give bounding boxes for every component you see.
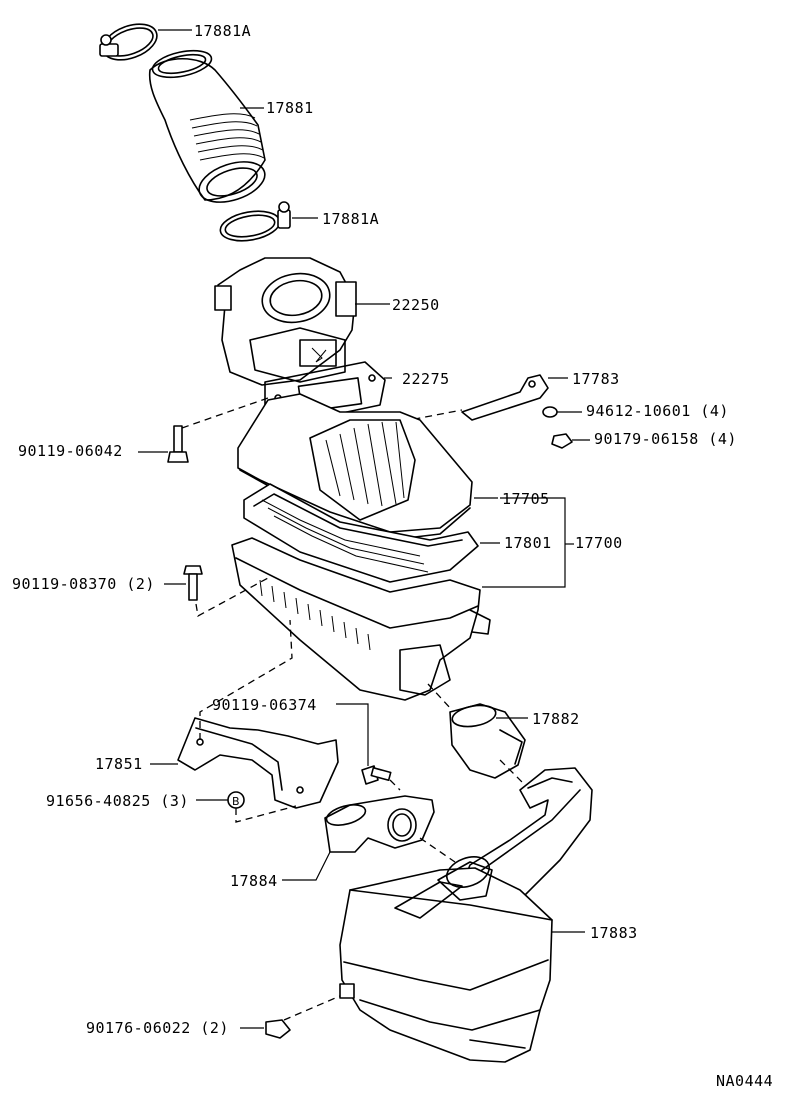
hose-clamp-bottom [219,201,318,242]
label-17700: 17700 [575,534,623,552]
label-90119-08370: 90119-08370 (2) [12,575,155,593]
label-17705: 17705 [502,490,550,508]
diagram-code: NA0444 [716,1072,774,1090]
label-22250: 22250 [392,296,440,314]
callout-letter: B [232,795,240,808]
intake-inlet-17882 [427,683,531,791]
label-17884: 17884 [230,872,278,890]
label-90119-06042: 90119-06042 [18,442,123,460]
hose-clamp-top [99,23,192,61]
label-17801: 17801 [504,534,552,552]
label-22275: 22275 [402,370,450,388]
label-94612: 94612-10601 (4) [586,402,729,420]
filter-element [243,483,500,583]
label-90119-06374: 90119-06374 [212,696,317,714]
label-17783: 17783 [572,370,620,388]
clip-b: B [196,791,297,823]
label-17883: 17883 [590,924,638,942]
label-17881: 17881 [266,99,314,117]
label-17851: 17851 [95,755,143,773]
air-flow-meter [214,257,390,386]
bracket-17851 [150,619,339,809]
bolt-06374 [336,703,401,791]
label-90176: 90176-06022 (2) [86,1019,229,1037]
resonator-17883 [283,856,585,1063]
bolt-08370 [164,565,269,618]
label-17881a-top: 17881A [194,22,252,40]
air-hose [148,49,266,203]
bolt-06042 [138,397,269,463]
label-90179: 90179-06158 (4) [594,430,737,448]
label-17881a-bottom: 17881A [322,210,380,228]
resonator-inlet-17884 [282,795,456,881]
label-17882: 17882 [532,710,580,728]
air-cleaner-case [231,497,574,701]
label-91656: 91656-40825 (3) [46,792,189,810]
bolt-06022 [240,1019,291,1039]
